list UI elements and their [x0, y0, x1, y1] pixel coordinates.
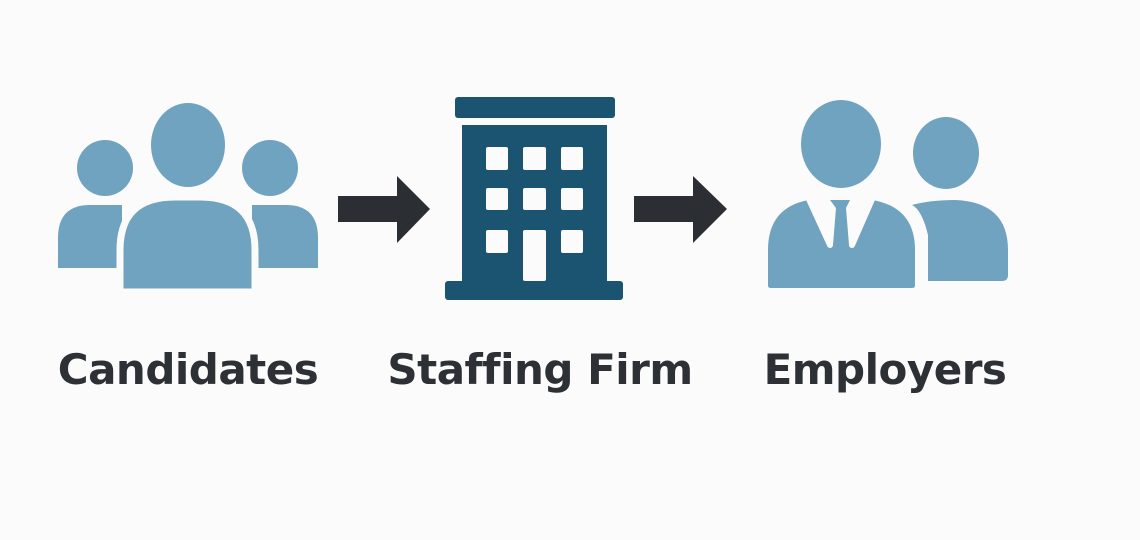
- employers-label: Employers: [763, 345, 1007, 394]
- staffing-firm-label: Staffing Firm: [387, 345, 693, 394]
- arrow-icon: [338, 176, 430, 243]
- arrow-icon: [634, 176, 727, 243]
- building-icon: [445, 97, 623, 300]
- candidates-label: Candidates: [57, 345, 319, 394]
- candidates-icon: [58, 97, 318, 296]
- employers-icon: [762, 100, 1008, 294]
